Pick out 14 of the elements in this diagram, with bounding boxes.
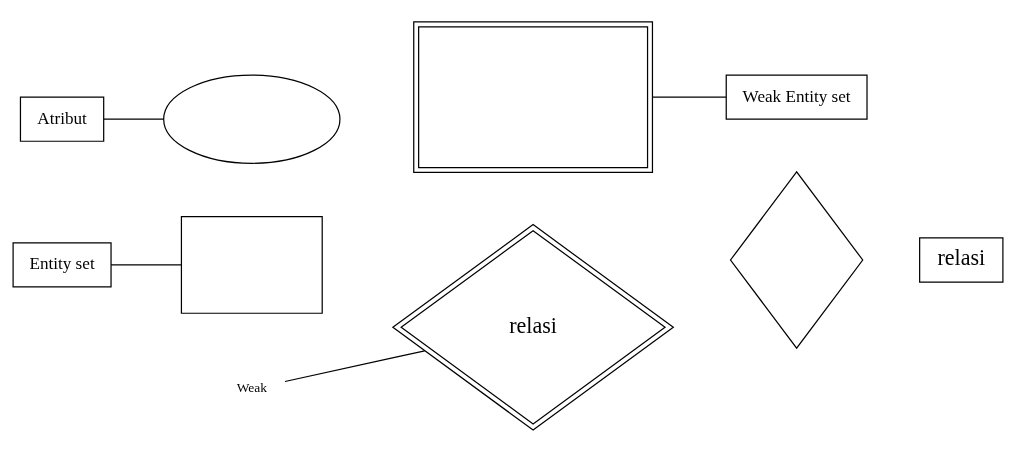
node-box: relasi	[919, 236, 1004, 283]
node-box: Entity set	[12, 241, 112, 288]
node-diamond: relasi	[391, 223, 675, 431]
node-box: Atribut	[19, 96, 105, 142]
node-box: Weak Entity set	[725, 74, 868, 120]
connector	[103, 118, 165, 120]
node-text: Weak	[236, 379, 267, 395]
node-ellipse	[163, 74, 341, 164]
node-box	[413, 20, 654, 173]
connector	[284, 349, 426, 382]
connector	[110, 263, 182, 265]
node-box	[180, 215, 323, 314]
node-diamond	[729, 170, 864, 349]
connector	[652, 96, 727, 98]
